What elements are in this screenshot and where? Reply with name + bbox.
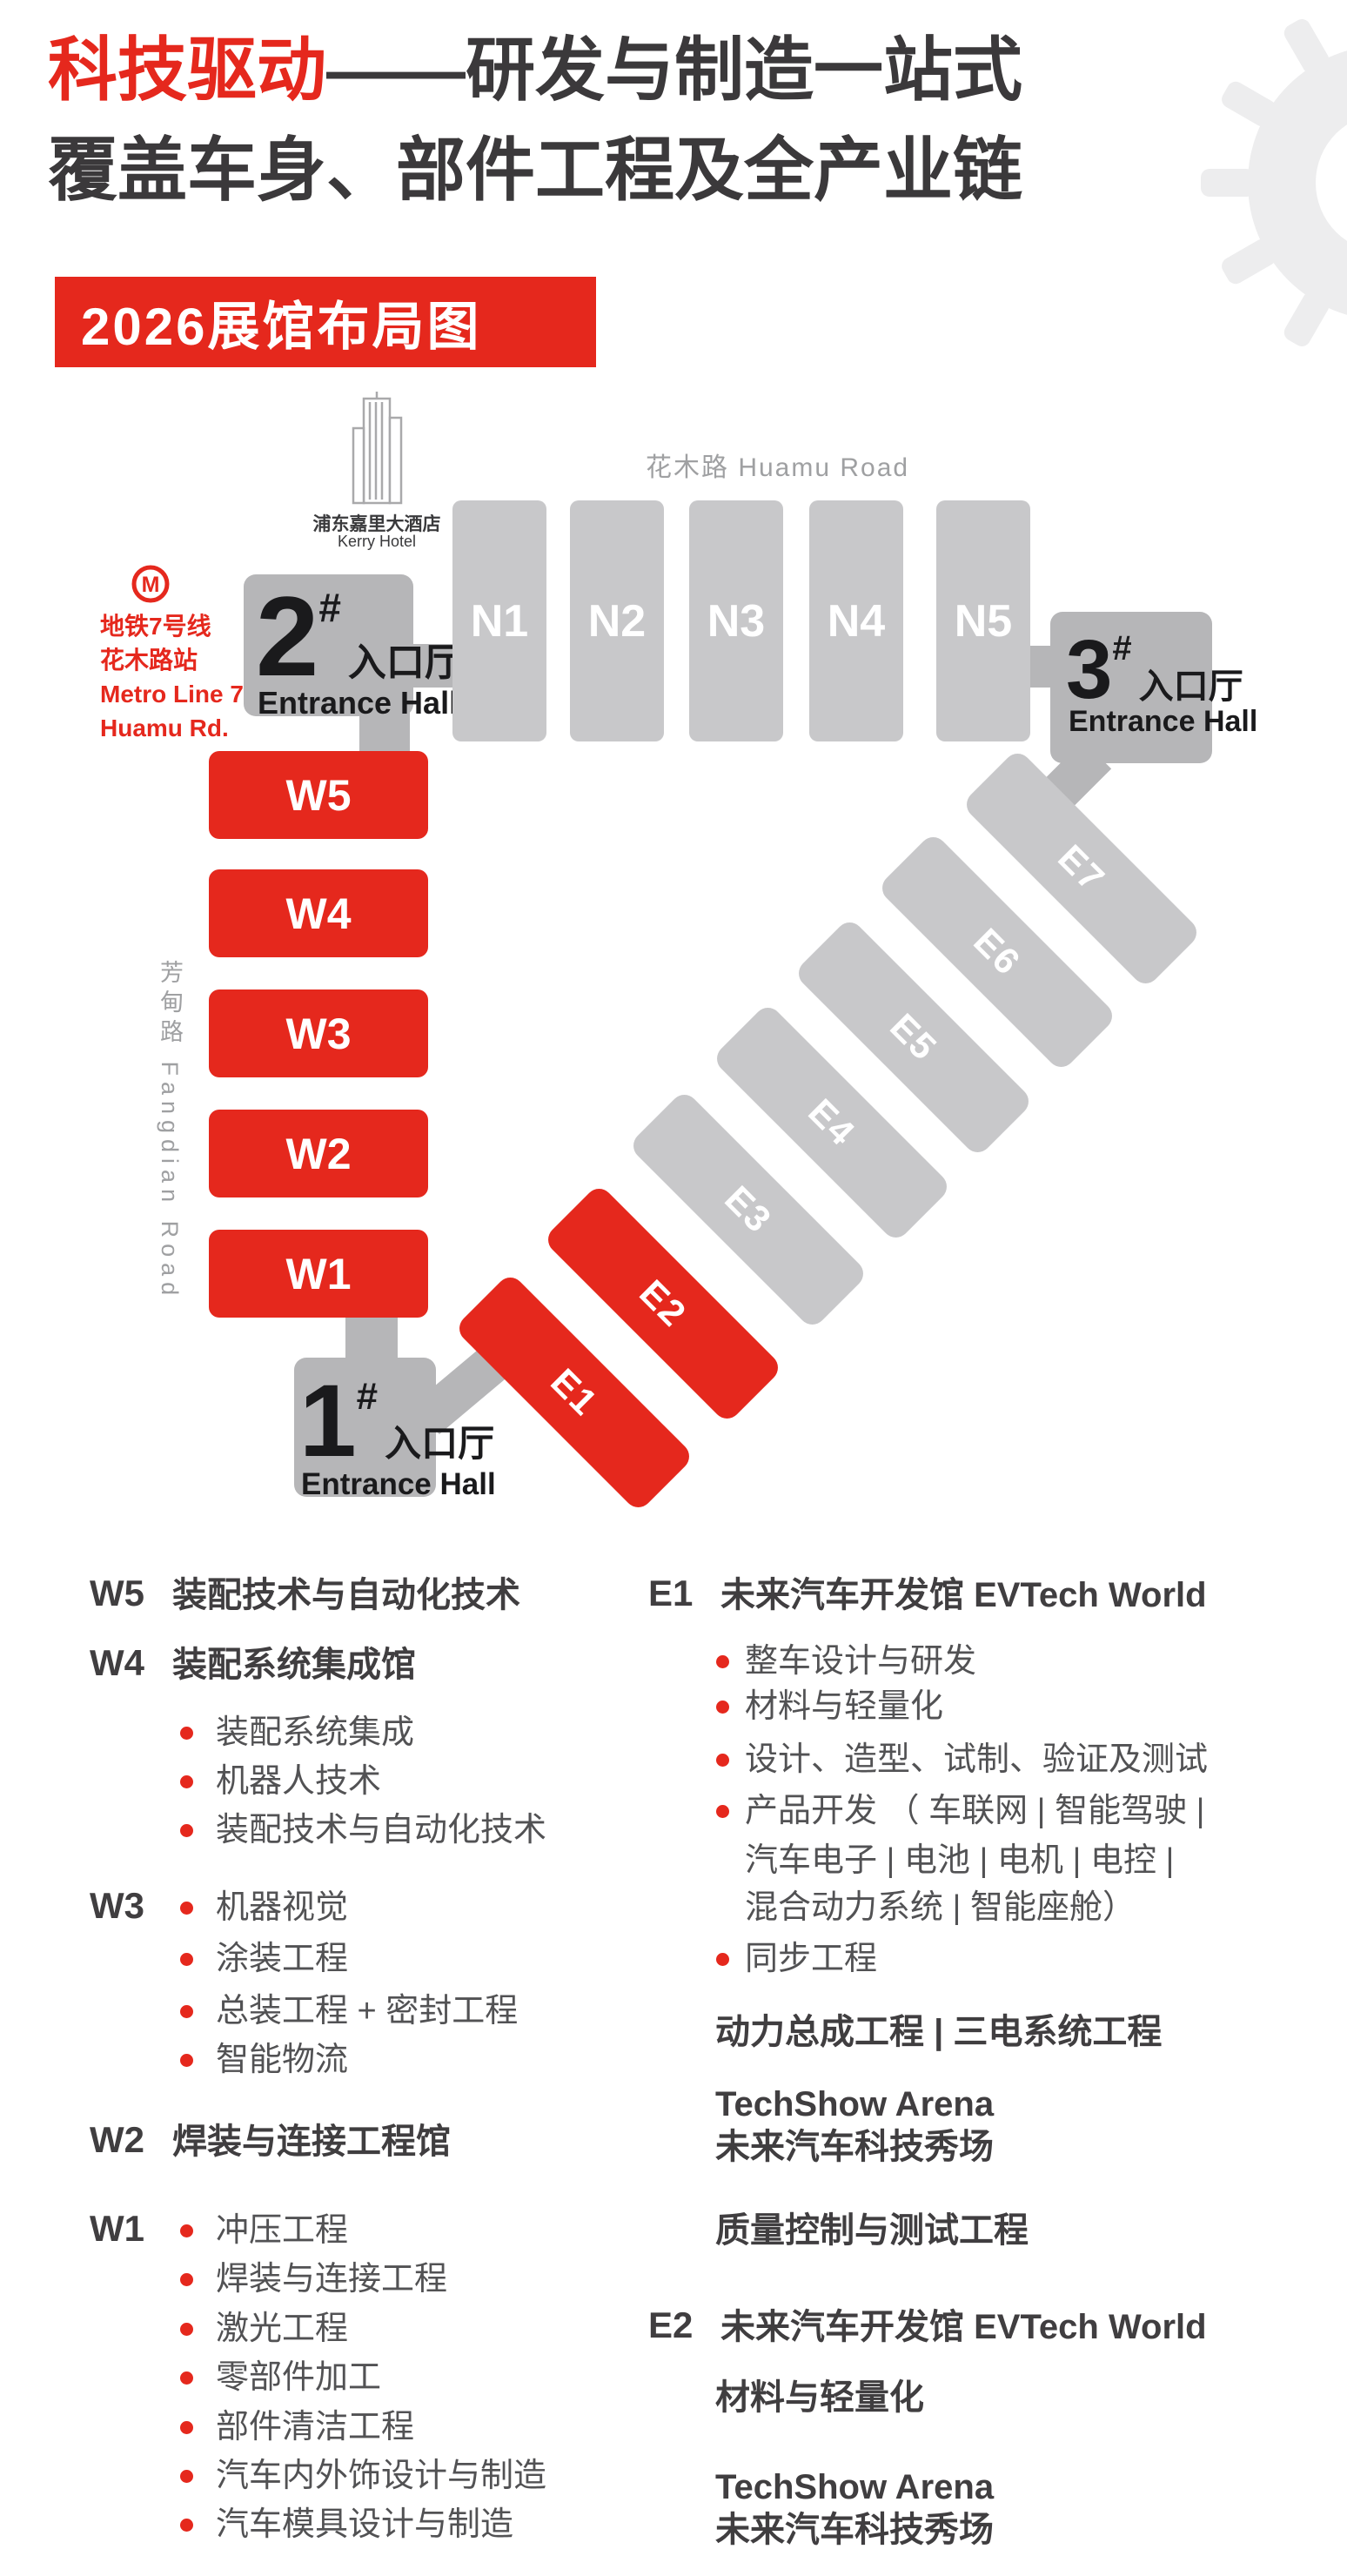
hall-n4: N4	[809, 500, 903, 741]
legend-w5-code: W5	[90, 1573, 144, 1613]
bullet-icon	[180, 1824, 193, 1837]
entrance-hall-3-block	[1050, 612, 1212, 763]
bullet-icon	[716, 1701, 729, 1714]
bullet-icon	[180, 2224, 193, 2237]
legend-item: 激光工程	[216, 2311, 349, 2347]
legend-item: 汽车内外饰设计与制造	[216, 2458, 547, 2494]
hotel-name-en: Kerry Hotel	[337, 533, 417, 550]
bullet-icon	[180, 2323, 193, 2336]
hall-w3: W3	[209, 989, 428, 1077]
legend-w2-code: W2	[90, 2119, 144, 2160]
metro-line-1: 地铁7号线	[100, 613, 211, 640]
bullet-icon	[180, 1727, 193, 1740]
legend-item: 总装工程 + 密封工程	[216, 1993, 519, 2029]
metro-logo-icon: M	[131, 565, 170, 603]
metro-station-label: 地铁7号线 花木路站 Metro Line 7 Huamu Rd.	[100, 609, 244, 745]
hall-w1: W1	[209, 1230, 428, 1318]
legend-bold-line: 未来汽车科技秀场	[715, 2128, 994, 2166]
legend-item: 汽车模具设计与制造	[216, 2506, 514, 2543]
title-rest: ——研发与制造一站式	[326, 31, 1022, 109]
metro-line-3: Metro Line 7	[100, 681, 244, 708]
hall-w4: W4	[209, 869, 428, 957]
legend-w5-title: 装配技术与自动化技术	[172, 1576, 520, 1614]
entrance-3-label: 3#入口厅	[1066, 623, 1243, 716]
legend-item: 机器视觉	[216, 1889, 349, 1926]
bullet-icon	[180, 2054, 193, 2067]
hall-w2: W2	[209, 1110, 428, 1197]
legend-item: 装配系统集成	[216, 1714, 415, 1751]
legend-bold-line: 材料与轻量化	[715, 2378, 924, 2417]
metro-line-4: Huamu Rd.	[100, 714, 229, 741]
legend-item: 装配技术与自动化技术	[216, 1812, 547, 1848]
legend-item: 同步工程	[745, 1941, 878, 1977]
legend-e1-title: 未来汽车开发馆 EVTech World	[720, 1576, 1207, 1614]
entrance-2-en: Entrance Hall	[258, 685, 459, 721]
legend-w1-code: W1	[90, 2208, 144, 2249]
bullet-icon	[180, 1953, 193, 1966]
legend-item: 零部件加工	[216, 2359, 382, 2396]
entrance-hall-2-block	[244, 574, 413, 716]
hall-n2: N2	[570, 500, 664, 741]
fangdian-road-label: 芳甸路 Fangdian Road	[157, 960, 183, 1302]
legend-bold-line: 质量控制与测试工程	[715, 2211, 1029, 2250]
hall-n1: N1	[452, 500, 546, 741]
title-accent: 科技驱动	[48, 31, 326, 109]
stem-entrance2-n1	[411, 644, 456, 688]
entrance-2-label: 2#入口厅	[256, 573, 463, 700]
hotel-name-cn: 浦东嘉里大酒店	[312, 514, 441, 534]
legend-w4-title: 装配系统集成馆	[172, 1646, 416, 1684]
legend-item: 产品开发 （ 车联网 | 智能驾驶 |	[745, 1793, 1205, 1829]
legend-item: 材料与轻量化	[745, 1688, 944, 1725]
legend-e1-code: E1	[648, 1573, 694, 1613]
legend-item: 汽车电子 | 电池 | 电机 | 电控 |	[745, 1842, 1175, 1879]
legend-item: 部件清洁工程	[216, 2409, 415, 2445]
legend-item: 冲压工程	[216, 2212, 349, 2249]
stem-entrance1-w1	[345, 1312, 398, 1361]
gear-icon	[1201, 19, 1347, 346]
legend-w4-code: W4	[90, 1642, 144, 1683]
entrance-3-en: Entrance Hall	[1069, 705, 1258, 738]
metro-line-2: 花木路站	[100, 647, 198, 674]
entrance-1-label: 1#入口厅	[299, 1364, 495, 1479]
bullet-icon	[180, 2421, 193, 2434]
bullet-icon	[180, 1775, 193, 1788]
bullet-icon	[180, 2371, 193, 2385]
bullet-icon	[716, 1953, 729, 1966]
hotel-building-icon	[352, 392, 403, 505]
legend-e2-title: 未来汽车开发馆 EVTech World	[720, 2308, 1207, 2346]
legend-bold-line: TechShow Arena	[715, 2468, 995, 2506]
page-title-line2: 覆盖车身、部件工程及全产业链	[48, 131, 1022, 209]
stem-entrance2-w5	[359, 710, 410, 755]
legend-item: 设计、造型、试制、验证及测试	[745, 1741, 1209, 1778]
legend-bold-line: 动力总成工程 | 三电系统工程	[715, 2013, 1163, 2051]
legend-w2-title: 焊装与连接工程馆	[172, 2123, 451, 2161]
bullet-icon	[716, 1655, 729, 1668]
section-banner: 2026展馆布局图	[55, 277, 596, 367]
entrance-1-en: Entrance Hall	[301, 1467, 496, 1501]
legend-e2-code: E2	[648, 2304, 694, 2345]
huamu-road-label: 花木路 Huamu Road	[646, 453, 910, 482]
hall-n3: N3	[689, 500, 783, 741]
hall-n5: N5	[936, 500, 1030, 741]
legend-bold-line: 未来汽车科技秀场	[715, 2511, 994, 2549]
bullet-icon	[180, 1902, 193, 1915]
entrance-hall-1-block	[294, 1358, 436, 1497]
bullet-icon	[180, 2519, 193, 2532]
hall-w5: W5	[209, 751, 428, 839]
legend-item: 整车设计与研发	[745, 1643, 977, 1680]
legend-item: 涂装工程	[216, 1941, 349, 1977]
bullet-icon	[716, 1754, 729, 1767]
bullet-icon	[180, 2470, 193, 2483]
legend-item: 焊装与连接工程	[216, 2261, 448, 2298]
svg-text:M: M	[142, 573, 160, 597]
bullet-icon	[180, 2273, 193, 2286]
legend-item: 机器人技术	[216, 1763, 382, 1800]
bullet-icon	[716, 1805, 729, 1818]
legend-item: 混合动力系统 | 智能座舱）	[745, 1889, 1136, 1926]
legend-w3-code: W3	[90, 1885, 144, 1926]
bullet-icon	[180, 2005, 193, 2018]
page-title-line1: 科技驱动——研发与制造一站式	[48, 30, 1022, 111]
legend-bold-line: TechShow Arena	[715, 2085, 995, 2123]
legend-item: 智能物流	[216, 2042, 349, 2078]
